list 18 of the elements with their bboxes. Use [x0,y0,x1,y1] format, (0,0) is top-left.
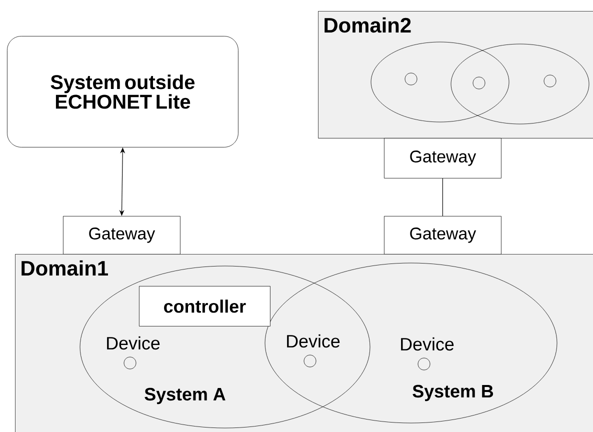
system-box: System outside ECHONET Lite [7,36,238,148]
system-ellipse [450,44,590,124]
controller-box: controller [139,286,270,326]
node-label: Device [287,334,340,348]
device-circle [472,76,486,90]
gateway-box: Gateway [63,216,180,254]
device: Device [401,337,454,370]
node-label: Device [401,337,454,351]
device: Device [287,334,340,368]
device-circle [544,74,556,88]
system-ellipse [370,42,510,122]
gateway-box: Gateway [384,216,502,254]
gateway-box: Gateway [384,138,502,178]
device-circle [404,72,418,86]
domain-box: Domain2 [318,11,593,138]
node-label: Device [107,336,160,350]
device: Device [107,336,160,370]
connector-line [442,178,443,216]
